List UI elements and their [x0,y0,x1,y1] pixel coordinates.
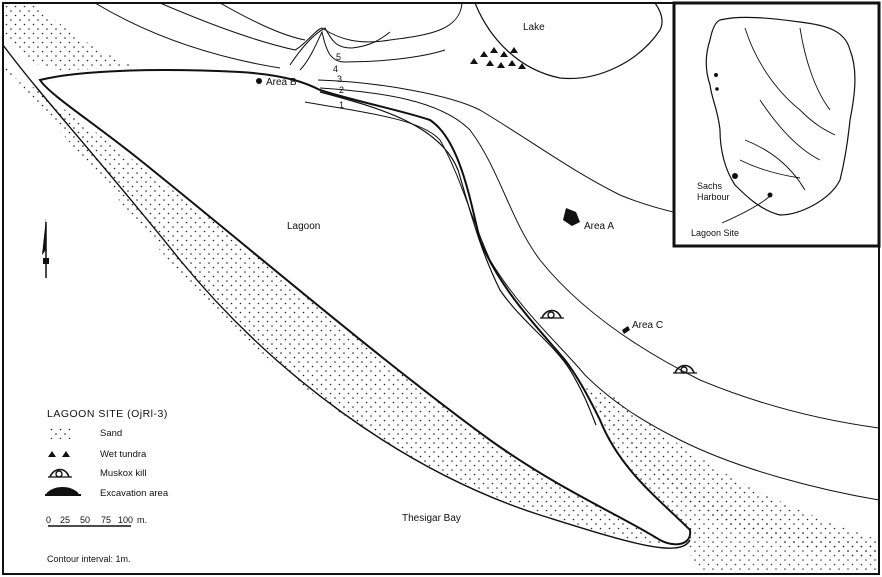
inset-leader-line [721,195,771,224]
lagoon-spit-outline [38,69,692,546]
scale-unit: m. [137,515,147,525]
sand-southeast-fill [599,400,879,574]
thesigar-bay-label: Thesigar Bay [402,513,461,524]
contour-label-4: 4 [333,64,338,74]
contour-label-5: 5 [336,52,341,62]
area-a-excavation[interactable] [563,208,580,226]
contour-line-4 [299,30,446,71]
scale-tick-0: 0 [46,515,51,525]
inset-river-1 [744,27,836,136]
inset-sachs-label-1: Sachs [697,181,723,191]
excavation-area-symbol [45,487,81,496]
inset-river-2 [759,99,821,161]
area-c-excavation[interactable] [622,326,630,334]
area-c-label: Area C [632,320,663,331]
inset-lagoon-site-dot [767,192,773,198]
legend-label-excavation-area: Excavation area [100,488,169,499]
legend-label-wet-tundra: Wet tundra [100,449,147,460]
lake-outline [474,3,663,80]
scale-tick-100: 100 [118,515,133,525]
wet-tundra-symbol [48,451,70,457]
lagoon-label: Lagoon [287,221,320,232]
inset-frame [672,1,881,248]
legend-label-muskox-kill: Muskox kill [100,468,146,479]
inset-sachs-harbour-dot [732,173,738,179]
sand-southeast [585,388,879,560]
legend-title: LAGOON SITE (OjRl-3) [47,408,168,420]
contour-line-1 [304,101,879,501]
muskox-kill-symbol-2[interactable] [673,364,697,374]
muskox-kill-symbol-1[interactable] [540,309,564,319]
legend-label-sand: Sand [100,428,122,439]
wet-tundra-symbols [470,47,526,69]
scale-bar: 0 25 50 75 100 m. [46,515,147,527]
contour-label-2: 2 [339,85,344,95]
area-b-excavation[interactable] [256,78,262,84]
inset-river-5 [799,27,831,111]
inset-islet-2 [715,87,719,91]
sand-strip-west [3,3,140,70]
scale-tick-75: 75 [101,515,111,525]
contour-interval-note: Contour interval: 1m. [47,554,131,564]
area-a-label: Area A [584,221,614,232]
lake-label: Lake [523,22,545,33]
legend: LAGOON SITE (OjRl-3) Sand Wet tundra Mus… [45,408,169,564]
contour-label-3: 3 [337,74,342,84]
scale-tick-50: 50 [80,515,90,525]
inset-river-3 [739,159,801,179]
contour-line-north-1 [159,3,463,51]
muskox-kill-symbol [48,468,72,478]
contour-label-1: 1 [339,100,344,110]
contour-line-north-2 [94,3,281,69]
contour-line-north-3 [219,3,306,41]
inset-river-4 [744,139,806,191]
scale-tick-25: 25 [60,515,70,525]
inset-map: Sachs Harbour Lagoon Site [672,1,881,248]
north-arrow [42,218,49,278]
inset-lagoon-site-label: Lagoon Site [691,228,739,238]
inset-island-outline [705,16,856,216]
inset-sachs-label-2: Harbour [697,192,730,202]
contour-line-2 [319,87,879,429]
inset-islet-1 [714,73,718,77]
outer-shoreline [3,44,691,549]
area-b-label: Area B [266,77,297,88]
sand-pattern [49,427,71,439]
